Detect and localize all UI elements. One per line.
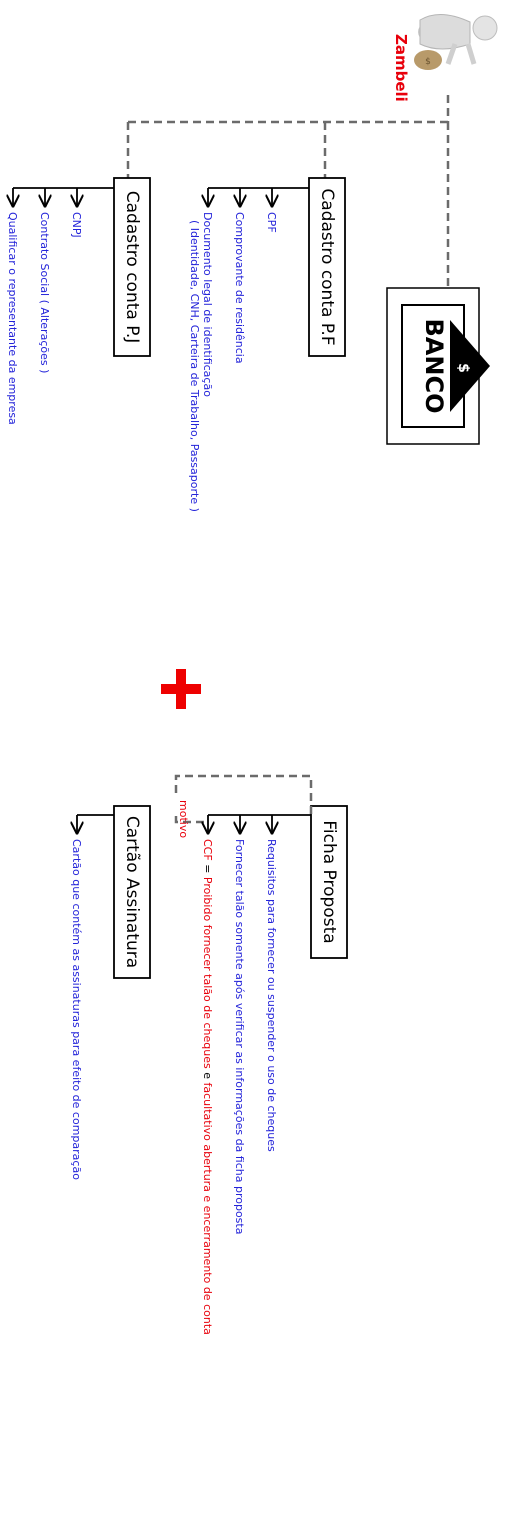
- pj-group: Cadastro conta P.J CNPJ Contrato Social …: [6, 177, 151, 425]
- ficha-title-box: [310, 805, 348, 959]
- pf-title-box: [308, 177, 346, 357]
- pj-item-representante: Qualificar o representante da empresa: [6, 212, 19, 425]
- pj-item-cnpj: CNPJ: [70, 212, 83, 238]
- pj-title: Cadastro conta P.J: [122, 191, 142, 343]
- bank-logo: BANCO $: [386, 287, 490, 445]
- bank-symbol: $: [455, 363, 471, 373]
- cartao-group: Cartão Assinatura Cartão que contém as a…: [70, 805, 151, 1180]
- pf-group: Cadastro conta P.F CPF Comprovante de re…: [188, 177, 346, 512]
- cartao-title: Cartão Assinatura: [122, 816, 142, 968]
- motivo-connector: [174, 774, 313, 814]
- ccf-connector: e: [201, 1069, 214, 1083]
- ccf-part2: facultativo abertura e encerramento de c…: [201, 1083, 214, 1335]
- cartao-title-box: [113, 805, 151, 979]
- bank-label: BANCO: [420, 319, 448, 414]
- ficha-item-requisitos: Requisitos para fornecer ou suspender o …: [265, 839, 278, 1152]
- ccf-part1: Proibido fornecer talão de cheques: [201, 877, 214, 1069]
- person-figure-icon: $: [414, 14, 498, 70]
- author-name: Zambeli: [392, 34, 410, 102]
- pf-title: Cadastro conta P.F: [317, 188, 337, 345]
- cartao-item-assinaturas: Cartão que contém as assinaturas para ef…: [70, 839, 83, 1180]
- ficha-group: Ficha Proposta motivo Requisitos para fo…: [174, 774, 348, 1335]
- ficha-title: Ficha Proposta: [319, 820, 339, 943]
- ficha-item-ccf: CCF = Proibido fornecer talão de cheques…: [201, 839, 214, 1335]
- pf-item-documento: Documento legal de identificação: [201, 212, 214, 397]
- ccf-equals: =: [201, 861, 214, 877]
- pf-item-documento-detalhe: ( Identidade, CNH, Carteira de Trabalho,…: [188, 220, 201, 512]
- pj-item-contrato: Contrato Social ( Alterações ): [38, 212, 51, 373]
- top-connectors: [126, 95, 450, 288]
- bank-roof-icon: [450, 320, 490, 412]
- svg-text:$: $: [425, 57, 431, 67]
- motivo-label: motivo: [177, 800, 190, 838]
- pj-title-box: [113, 177, 151, 357]
- ficha-item-fornecer: Fornecer talão somente após verificar as…: [233, 839, 246, 1234]
- pf-item-residencia: Comprovante de residência: [233, 212, 246, 364]
- plus-icon: [161, 669, 201, 709]
- ccf-term: CCF: [201, 839, 214, 861]
- pf-item-cpf: CPF: [265, 212, 278, 233]
